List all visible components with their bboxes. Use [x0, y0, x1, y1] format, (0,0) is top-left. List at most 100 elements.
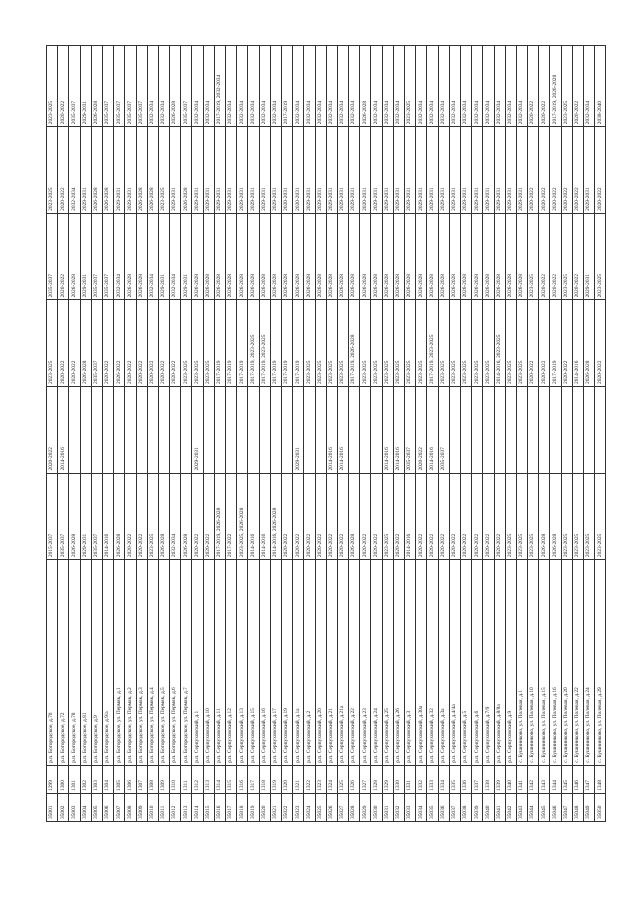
table-cell: 35026 [326, 793, 338, 822]
table-cell: 2026-2028 [225, 213, 237, 300]
table-cell: 1322 [303, 765, 315, 794]
table-cell: 2014-2016 [259, 473, 271, 560]
table-cell: 2014-2016 [426, 386, 439, 474]
table-cell: 2029-2031 [169, 126, 181, 214]
table-cell [370, 386, 383, 474]
table-cell: 35025 [315, 793, 327, 822]
table-cell: 1342 [527, 765, 539, 794]
table-cell: 1346 [572, 765, 584, 794]
table-cell: 2029-2031 [203, 126, 215, 214]
table-cell: 35040 [482, 793, 494, 822]
table-cell: 1314 [214, 765, 226, 794]
table-cell: 2032-2034 [169, 473, 181, 560]
table-cell: 2032-2034 [583, 45, 595, 127]
table-cell: 2032-2034 [315, 45, 327, 127]
table-cell: 2029-2031 [583, 126, 595, 214]
table-cell: 2029-2031 [247, 126, 260, 214]
table-cell: 2023-2025 [594, 473, 606, 560]
table-cell: 2026-2028 [370, 213, 383, 300]
table-cell: 35029 [359, 793, 371, 822]
table-cell: 2035-2037 [102, 213, 114, 300]
table-cell: 1317 [247, 765, 260, 794]
table-cell: 2023-2025 [393, 299, 405, 387]
table-cell [359, 386, 371, 474]
table-cell: 2020-2022 [203, 473, 215, 560]
table-cell: 2032-2034 [247, 45, 260, 127]
table-cell: 2029-2031 [158, 213, 170, 300]
table-cell: 2017-2022 [225, 473, 237, 560]
table-cell: 35036 [438, 793, 450, 822]
table-cell: 2035-2037 [124, 45, 136, 127]
table-cell: 2029-2031 [426, 126, 439, 214]
table-cell [124, 386, 136, 474]
table-cell: р.п. Серпуховский, д.17 [270, 559, 282, 766]
table-cell: 2026-2028 [136, 213, 148, 300]
table-cell: р.п. Серпуховский, д.1 [191, 559, 204, 766]
table-cell: 2020-2022 [147, 299, 159, 387]
table-cell: р.п. Серпуховский, д.3а [438, 559, 450, 766]
table-cell: 2017-2019, 2032-2034 [214, 45, 226, 127]
table-cell: 2026-2028 [124, 213, 136, 300]
table-cell: 2032-2034 [382, 45, 394, 127]
table-cell: 2035-2037 [68, 45, 81, 127]
table-cell: 2020-2022 [482, 473, 494, 560]
table-cell: 2020-2022 [538, 126, 550, 214]
table-cell: р.п. Серпуховский, д.9 [505, 559, 517, 766]
table-cell: 35050 [594, 793, 606, 822]
table-cell: 2014-2016, 2023-2025 [494, 299, 506, 387]
table-cell: 35005 [91, 793, 103, 822]
table-cell: 2029-2031 [583, 213, 595, 300]
table-cell: 2020-2022 [538, 213, 550, 300]
table-cell [147, 386, 159, 474]
table-cell: 2015-2037 [46, 473, 58, 560]
table-cell: 2026-2028 [191, 213, 204, 300]
table-cell: 1299 [46, 765, 58, 794]
table-cell: 2020-2022 [136, 473, 148, 560]
table-cell [91, 386, 103, 474]
table-cell [80, 386, 92, 474]
table-cell: 2017-2019 [292, 299, 304, 387]
table-cell: 2026-2028 [91, 45, 103, 127]
table-cell: 2026-2028 [292, 213, 304, 300]
table-cell: 2032-2034 [516, 45, 528, 127]
table-cell: 2023-2025 [203, 299, 215, 387]
table-cell: р.п. Серпуховский, д.1а [292, 559, 304, 766]
table-cell: р.п. Серпуховский, д.4/4а [449, 559, 461, 766]
table-cell: 35033 [404, 793, 416, 822]
table-cell: 2023-2025 [527, 473, 539, 560]
table-cell: 2032-2034 [337, 45, 349, 127]
table-cell: р.п. Богородское, ул. Пермяк, д.4 [147, 559, 159, 766]
table-cell: 2032-2034 [147, 213, 159, 300]
table-cell: 35001 [46, 793, 58, 822]
table-cell: 2032-2034 [370, 45, 383, 127]
table-cell: 2023-2025 [46, 299, 58, 387]
table-cell: 2026-2028 [348, 473, 360, 560]
table-cell: 2029-2031 [80, 473, 92, 560]
table-cell: р.п. Серпуховский, д.2 [303, 559, 315, 766]
table-cell: р.п. Серпуховский, д.23 [359, 559, 371, 766]
table-cell: 35028 [348, 793, 360, 822]
table-cell: 2014-2016 [393, 386, 405, 474]
table-cell [516, 386, 528, 474]
table-cell: р.п. Богородское, ул. Пермяк, д.7 [180, 559, 192, 766]
table-cell: р.п. Серпуховский, д.3 [404, 559, 416, 766]
table-cell: 2029-2031 [393, 126, 405, 214]
table-cell: 2020-2022 [337, 473, 349, 560]
table-cell: 35030 [370, 793, 383, 822]
table-cell: 2029-2031 [270, 126, 282, 214]
table-cell: 2026-2028 [270, 213, 282, 300]
table-cell: 35009 [136, 793, 148, 822]
table-cell: 1339 [494, 765, 506, 794]
table-cell: 2020-2022 [315, 473, 327, 560]
